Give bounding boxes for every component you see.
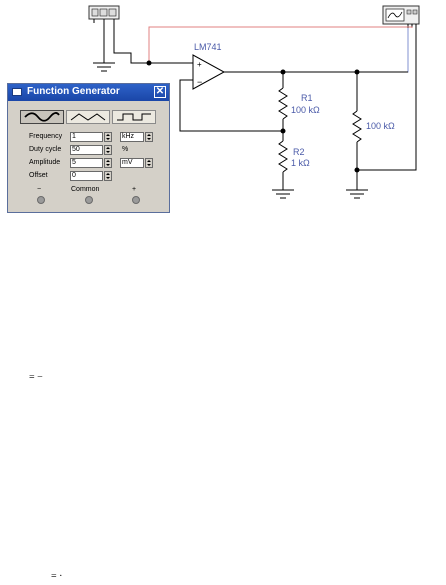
frequency-spinner[interactable] bbox=[104, 132, 112, 142]
minus-terminal[interactable] bbox=[37, 196, 45, 204]
duty-cycle-spinner[interactable] bbox=[104, 145, 112, 155]
sine-wave-button[interactable] bbox=[20, 110, 64, 124]
junction-dot bbox=[280, 128, 286, 134]
amplitude-unit-select[interactable]: mV bbox=[120, 158, 144, 168]
r1-value: 100 kΩ bbox=[291, 105, 320, 115]
frequency-input[interactable]: 1 bbox=[70, 132, 103, 142]
resistor-r1[interactable] bbox=[278, 87, 288, 120]
frequency-label: Frequency bbox=[29, 133, 63, 140]
frequency-unit-select[interactable]: kHz bbox=[120, 132, 144, 142]
offset-input[interactable]: 0 bbox=[70, 171, 103, 181]
svg-text:+: + bbox=[197, 60, 202, 69]
common-terminal-label: Common bbox=[71, 186, 100, 193]
junction-dot bbox=[354, 167, 360, 173]
junction-dot bbox=[280, 69, 286, 75]
feedback-wire bbox=[179, 79, 283, 132]
load-ground-symbol bbox=[346, 189, 368, 199]
duty-cycle-unit: % bbox=[122, 146, 129, 153]
generator-ground-symbol bbox=[93, 23, 115, 72]
opamp-lm741[interactable]: + − bbox=[192, 54, 226, 90]
common-terminal[interactable] bbox=[85, 196, 93, 204]
resistor-load[interactable] bbox=[352, 110, 362, 143]
function-generator-window[interactable]: Function Generator ✕ Frequency 1 kHz Dut… bbox=[7, 83, 170, 213]
offset-spinner[interactable] bbox=[104, 171, 112, 181]
amplitude-spinner[interactable] bbox=[104, 158, 112, 168]
input-wire bbox=[113, 23, 193, 64]
square-wave-button[interactable] bbox=[112, 110, 156, 124]
minus-terminal-label: − bbox=[37, 186, 42, 193]
oscilloscope-instrument-icon[interactable] bbox=[382, 5, 420, 28]
svg-text:−: − bbox=[197, 77, 202, 87]
duty-cycle-label: Duty cycle bbox=[29, 146, 62, 153]
generator-app-icon bbox=[12, 88, 22, 96]
function-generator-instrument-icon[interactable] bbox=[88, 5, 120, 23]
junction-dot bbox=[146, 60, 152, 66]
r2-name: R2 bbox=[293, 147, 305, 157]
resistor-r2[interactable] bbox=[278, 140, 288, 173]
circuit-schematic: + − LM741 R1 100 kΩ R2 1 kΩ 100 kΩ bbox=[88, 5, 420, 199]
r2-value: 1 kΩ bbox=[291, 158, 310, 168]
plus-terminal-label: + bbox=[132, 186, 137, 193]
window-title: Function Generator bbox=[27, 86, 120, 97]
square-wave-icon bbox=[117, 113, 151, 121]
scope-channel-b-wire bbox=[357, 28, 409, 73]
equation-fragment: = · bbox=[51, 571, 63, 582]
frequency-unit-spinner[interactable] bbox=[145, 132, 153, 142]
r2-ground-symbol bbox=[272, 189, 294, 199]
amplitude-unit-spinner[interactable] bbox=[145, 158, 153, 168]
r1-name: R1 bbox=[301, 93, 313, 103]
triangle-wave-icon bbox=[70, 113, 106, 121]
amplitude-label: Amplitude bbox=[29, 159, 61, 166]
equation-fragment: = − bbox=[29, 372, 43, 383]
scope-ground-wire bbox=[357, 28, 417, 171]
scope-channel-a-wire bbox=[148, 26, 413, 63]
close-icon[interactable]: ✕ bbox=[154, 86, 166, 98]
offset-label: Offset bbox=[29, 172, 48, 179]
window-titlebar[interactable]: Function Generator ✕ bbox=[8, 84, 169, 101]
plus-terminal[interactable] bbox=[132, 196, 140, 204]
junction-dot bbox=[354, 69, 360, 75]
sine-wave-icon bbox=[24, 112, 60, 122]
triangle-wave-button[interactable] bbox=[66, 110, 110, 124]
opamp-label: LM741 bbox=[194, 42, 222, 52]
duty-cycle-input[interactable]: 50 bbox=[70, 145, 103, 155]
amplitude-input[interactable]: 5 bbox=[70, 158, 103, 168]
load-value: 100 kΩ bbox=[366, 121, 395, 131]
